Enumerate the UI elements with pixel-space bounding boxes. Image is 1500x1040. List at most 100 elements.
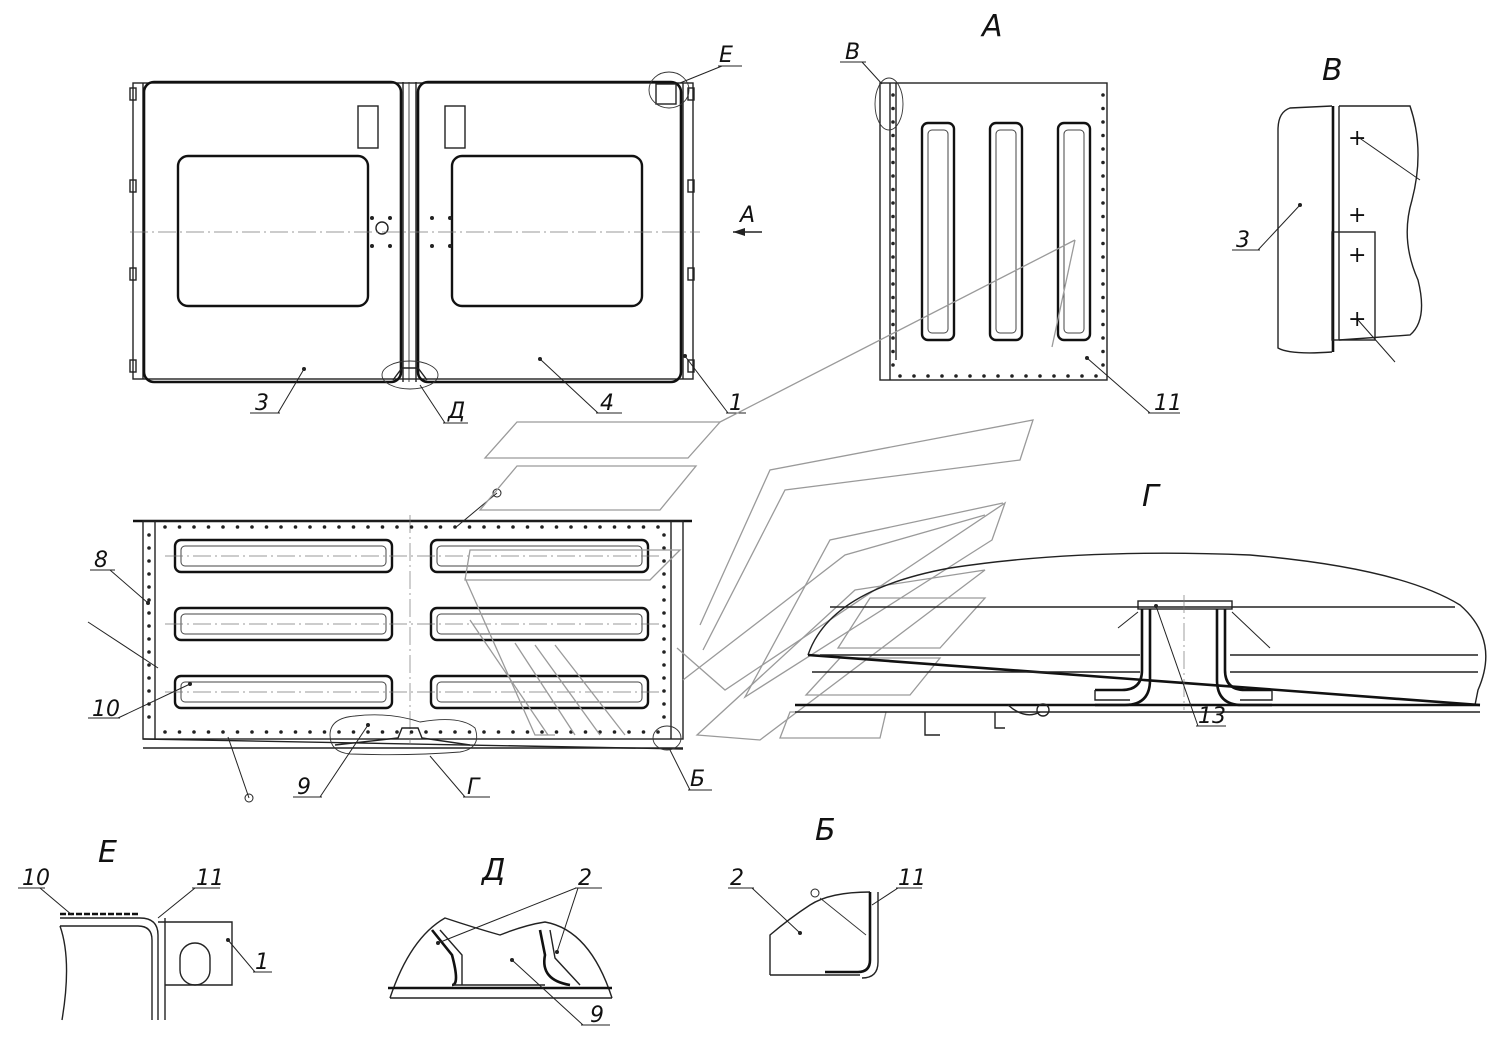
rivet xyxy=(395,525,399,529)
rivet xyxy=(511,730,515,734)
view-d-detail: Д 2 9 xyxy=(388,853,613,1028)
view-b-title: Б xyxy=(815,813,836,848)
rivet xyxy=(662,689,666,693)
rivet xyxy=(1101,93,1105,97)
rivet xyxy=(891,282,895,286)
view-a-title: А xyxy=(980,9,1003,44)
rivet xyxy=(891,201,895,205)
view-b-detail: Б 2 11 xyxy=(728,813,926,979)
rivet xyxy=(1094,374,1098,378)
rivet xyxy=(662,572,666,576)
rivet xyxy=(1101,201,1105,205)
rivet xyxy=(308,525,312,529)
rivet xyxy=(627,730,631,734)
rivet xyxy=(482,730,486,734)
rivet xyxy=(569,525,573,529)
rivet xyxy=(279,525,283,529)
rivet xyxy=(380,730,385,734)
rivet xyxy=(177,730,182,734)
rivet xyxy=(1052,374,1056,378)
rivet xyxy=(1101,241,1105,246)
view-e-detail: Е 10 11 1 xyxy=(18,835,272,1021)
rivet xyxy=(147,611,151,615)
rivet xyxy=(264,730,269,734)
rivet xyxy=(525,525,530,529)
rivet xyxy=(1024,374,1028,378)
rivet xyxy=(891,174,895,178)
rivet xyxy=(554,730,559,734)
pos-9: 9 xyxy=(297,775,311,800)
rivet xyxy=(395,730,399,734)
svg-text:+: + xyxy=(1348,203,1366,228)
view-d-title: Д xyxy=(480,853,505,888)
rivet xyxy=(1101,255,1105,259)
rivet xyxy=(891,322,895,327)
rivet xyxy=(954,374,958,378)
rivet xyxy=(662,663,666,667)
rivet xyxy=(250,525,254,529)
rivet xyxy=(511,525,515,529)
rivet xyxy=(147,546,151,550)
rivet xyxy=(662,702,666,706)
rivet xyxy=(891,336,895,340)
rivet xyxy=(1101,363,1105,367)
rivet xyxy=(293,525,298,529)
rivet xyxy=(366,525,370,529)
rivet xyxy=(221,730,225,734)
rivet xyxy=(163,525,167,529)
rivet xyxy=(1080,374,1084,378)
rivet xyxy=(891,187,895,192)
view-arrow-a: А xyxy=(733,203,762,236)
rivet xyxy=(891,255,895,259)
rivet xyxy=(1101,120,1105,124)
svg-text:+: + xyxy=(1348,307,1366,332)
marker-b: Б xyxy=(690,767,705,792)
view-a-side: А В 11 xyxy=(840,9,1182,416)
rivet xyxy=(891,214,895,219)
view-g-title: Г xyxy=(1142,479,1161,514)
pos-2-view-b: 2 xyxy=(730,866,744,891)
rivet xyxy=(1066,374,1070,378)
pos-3-front: 3 xyxy=(255,391,269,416)
rivet xyxy=(598,525,602,529)
rivet xyxy=(662,676,666,680)
rivet xyxy=(891,133,895,138)
rivet xyxy=(554,525,559,529)
view-e-title: Е xyxy=(98,835,117,870)
rivet xyxy=(308,730,312,734)
rivet xyxy=(366,730,370,734)
rivet xyxy=(1101,295,1105,300)
rivet xyxy=(662,533,666,537)
rivet xyxy=(662,611,666,615)
rivet xyxy=(583,525,588,529)
rivet xyxy=(322,730,327,734)
rivet xyxy=(1010,374,1014,378)
rivet xyxy=(891,363,895,367)
pos-1-view-e: 1 xyxy=(255,950,269,975)
rivet xyxy=(891,295,895,300)
rivet xyxy=(656,525,660,529)
rivet xyxy=(147,689,151,693)
detail-circle-b xyxy=(652,725,682,751)
rivet xyxy=(1101,147,1105,151)
rivet xyxy=(1101,228,1105,232)
pos-11-view-e: 11 xyxy=(196,866,224,891)
rivet xyxy=(279,730,283,734)
rivet xyxy=(147,637,151,641)
rivet xyxy=(662,559,666,563)
rivet xyxy=(926,374,930,378)
rivet xyxy=(1101,336,1105,340)
rivet xyxy=(525,730,530,734)
rivet xyxy=(250,730,254,734)
rivet xyxy=(982,374,986,378)
rivet xyxy=(147,572,151,576)
rivet xyxy=(583,730,588,734)
pos-11-view-a: 11 xyxy=(1154,391,1182,416)
rivet xyxy=(206,730,211,734)
rivet xyxy=(662,715,666,719)
rivet xyxy=(656,730,660,734)
rivet xyxy=(438,730,443,734)
svg-text:+: + xyxy=(1348,243,1366,268)
rivet xyxy=(662,624,666,628)
